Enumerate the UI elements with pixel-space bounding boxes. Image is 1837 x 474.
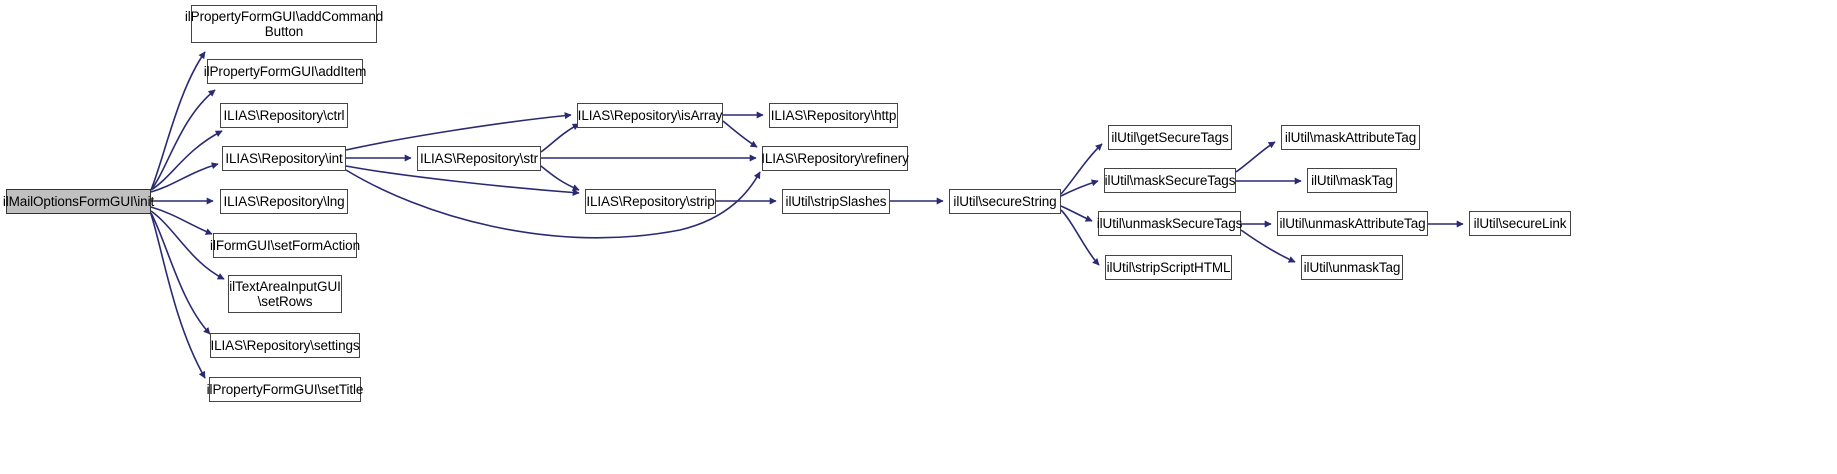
graph-node-n25[interactable]: ilUtil\secureLink bbox=[1469, 211, 1571, 236]
graph-node-n4[interactable]: ILIAS\Repository\int bbox=[222, 146, 346, 171]
graph-node-n2[interactable]: ilPropertyFormGUI\addItem bbox=[204, 59, 366, 84]
call-edge-n0-to-n6 bbox=[150, 206, 213, 235]
graph-node-n7[interactable]: ilTextAreaInputGUI \setRows bbox=[228, 275, 342, 313]
graph-node-n15[interactable]: ilUtil\stripSlashes bbox=[782, 189, 890, 214]
graph-node-n3[interactable]: ILIAS\Repository\ctrl bbox=[220, 103, 348, 128]
graph-node-n22[interactable]: ilUtil\maskTag bbox=[1307, 168, 1397, 193]
graph-node-n23[interactable]: ilUtil\unmaskAttributeTag bbox=[1277, 211, 1428, 236]
graph-node-n19[interactable]: ilUtil\unmaskSecureTags bbox=[1097, 211, 1242, 236]
graph-node-n5[interactable]: ILIAS\Repository\lng bbox=[220, 189, 348, 214]
graph-node-n18[interactable]: ilUtil\maskSecureTags bbox=[1104, 168, 1236, 193]
graph-node-n12[interactable]: ILIAS\Repository\strip bbox=[585, 189, 716, 214]
call-edge-n16-to-n19 bbox=[1060, 205, 1093, 222]
call-edge-n16-to-n17 bbox=[1060, 143, 1103, 195]
call-edge-n0-to-n1 bbox=[150, 51, 206, 191]
graph-node-n21[interactable]: ilUtil\maskAttributeTag bbox=[1281, 125, 1420, 150]
call-edge-n11-to-n14 bbox=[722, 120, 758, 148]
graph-node-n14[interactable]: ILIAS\Repository\refinery bbox=[761, 146, 909, 171]
graph-node-n17[interactable]: ilUtil\getSecureTags bbox=[1108, 125, 1232, 150]
graph-node-n20[interactable]: ilUtil\stripScriptHTML bbox=[1105, 255, 1232, 280]
graph-node-n11[interactable]: ILIAS\Repository\isArray bbox=[577, 103, 723, 128]
call-edge-n0-to-n3 bbox=[150, 130, 223, 191]
call-edge-n16-to-n18 bbox=[1060, 179, 1099, 197]
call-edge-n0-to-n9 bbox=[150, 213, 206, 379]
graph-node-n13[interactable]: ILIAS\Repository\http bbox=[769, 103, 898, 128]
call-edge-n0-to-n2 bbox=[150, 89, 216, 191]
call-edge-n10-to-n11 bbox=[540, 123, 580, 153]
call-edge-n18-to-n21 bbox=[1235, 141, 1276, 173]
call-edge-n0-to-n8 bbox=[150, 212, 211, 335]
call-edge-n4-to-n11 bbox=[345, 112, 572, 151]
graph-node-n8[interactable]: ILIAS\Repository\settings bbox=[210, 333, 360, 358]
graph-node-n6[interactable]: ilFormGUI\setFormAction bbox=[210, 233, 360, 258]
call-edge-n10-to-n12 bbox=[540, 165, 580, 191]
graph-node-n1[interactable]: ilPropertyFormGUI\addCommand Button bbox=[185, 5, 383, 43]
graph-node-n16[interactable]: ilUtil\secureString bbox=[949, 189, 1061, 214]
call-edge-n0-to-n4 bbox=[150, 162, 219, 193]
graph-node-n24[interactable]: ilUtil\unmaskTag bbox=[1301, 255, 1403, 280]
graph-node-n10[interactable]: ILIAS\Repository\str bbox=[417, 146, 541, 171]
graph-node-n9[interactable]: ilPropertyFormGUI\setTitle bbox=[207, 377, 363, 402]
call-edge-n16-to-n20 bbox=[1060, 209, 1100, 266]
graph-node-n0[interactable]: ilMailOptionsFormGUI\init bbox=[3, 189, 154, 214]
